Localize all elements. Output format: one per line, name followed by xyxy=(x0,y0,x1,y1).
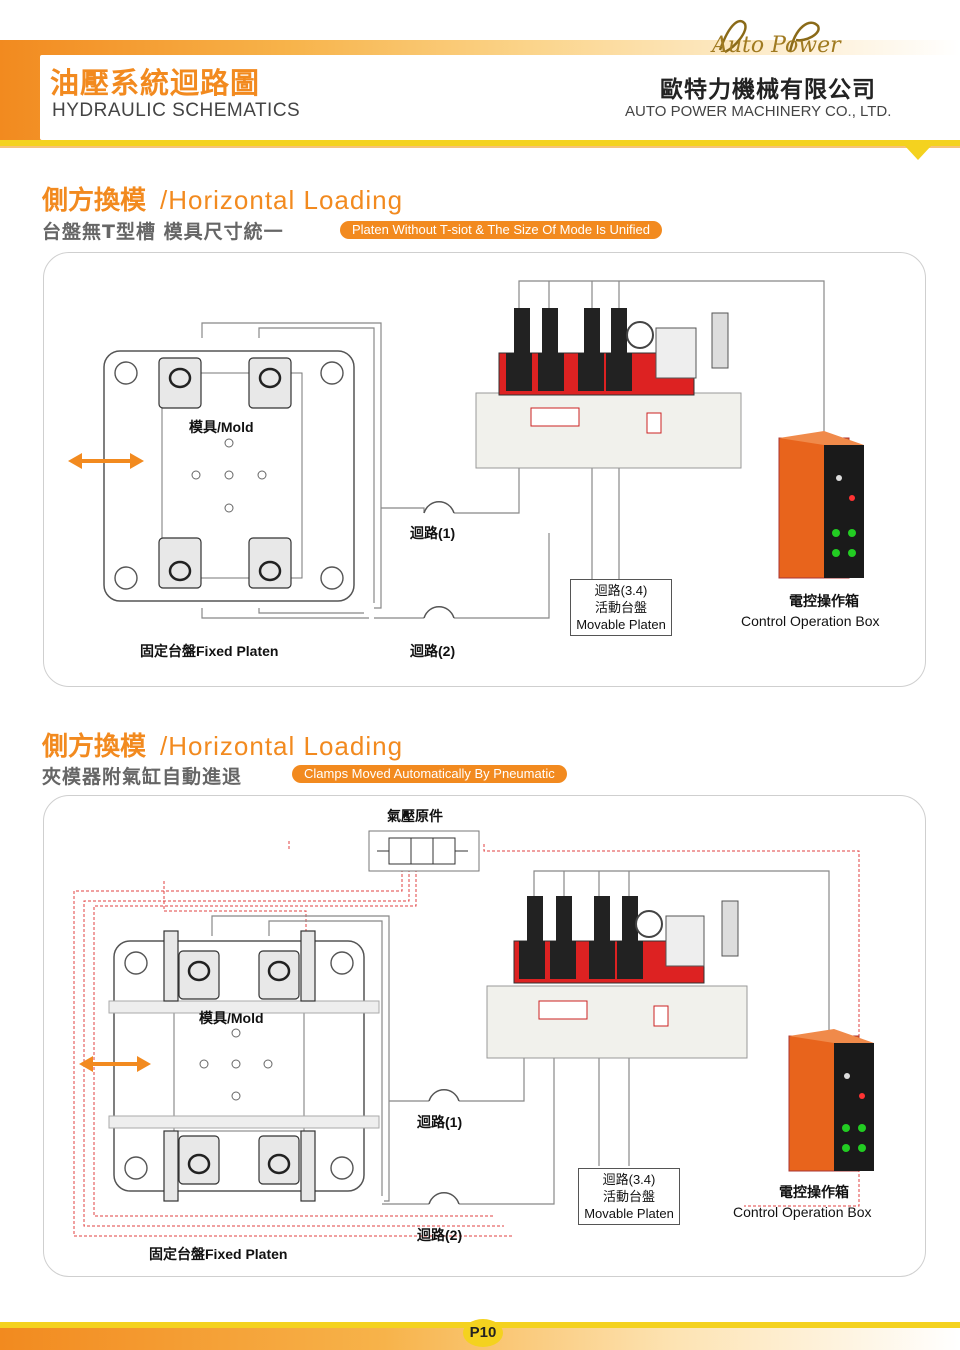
header-title-panel xyxy=(40,55,960,140)
company-logo: Auto Power xyxy=(710,19,842,58)
page-title-cn: 油壓系統迴路圖 xyxy=(50,66,261,100)
section2-subtitle: 夾模器附氣缸自動進退 xyxy=(42,766,243,788)
circuit-34-box: 迴路(3.4) 活動台盤 Movable Platen xyxy=(578,1168,680,1225)
page-title-en: HYDRAULIC SCHEMATICS xyxy=(52,100,301,121)
circuit-34-line2: 活動台盤 xyxy=(594,600,647,615)
pneumatic-component-label: 氣壓原件 xyxy=(387,808,443,824)
fixed-platen-label: 固定台盤Fixed Platen xyxy=(140,643,279,659)
fixed-platen-shape xyxy=(103,350,355,602)
control-box-label-cn: 電控操作箱 xyxy=(789,593,859,609)
section2-title-cn: 側方換模 xyxy=(42,732,147,762)
circuit-2-label: 迴路(2) xyxy=(417,1227,463,1243)
company-name-en: AUTO POWER MACHINERY CO., LTD. xyxy=(625,103,892,120)
fixed-platen-label: 固定台盤Fixed Platen xyxy=(149,1246,288,1262)
section1-subtitle: 台盤無T型槽 模具尺寸統一 xyxy=(42,221,284,243)
section1-title-en: /Horizontal Loading xyxy=(160,185,404,215)
page-number-badge: P10 xyxy=(463,1319,503,1347)
circuit-1-label: 迴路(1) xyxy=(410,525,456,541)
section2-diagram-panel: 氣壓原件 模具/Mold 迴路(1) 迴路(2) 迴路(3.4) 活動台盤 Mo… xyxy=(43,795,926,1277)
mold-label: 模具/Mold xyxy=(189,419,254,435)
circuit-34-line1: 迴路(3.4) xyxy=(602,1172,656,1187)
circuit-34-line3: Movable Platen xyxy=(584,1206,674,1221)
circuit-1-label: 迴路(1) xyxy=(417,1114,463,1130)
control-operation-box-shape xyxy=(778,431,864,579)
section1-title-cn: 側方換模 xyxy=(42,186,147,216)
section1-title: 側方換模/Horizontal Loading xyxy=(42,180,403,217)
mold-label: 模具/Mold xyxy=(199,1010,264,1026)
section1-diagram-panel: 模具/Mold 迴路(1) 迴路(2) 迴路(3.4) 活動台盤 Movable… xyxy=(43,252,926,687)
section2-pill: Clamps Moved Automatically By Pneumatic xyxy=(292,765,567,783)
page-header: 油壓系統迴路圖 HYDRAULIC SCHEMATICS Auto Power … xyxy=(0,0,960,160)
circuit-2-label: 迴路(2) xyxy=(410,643,456,659)
header-rule xyxy=(0,140,960,146)
section1-pill: Platen Without T-siot & The Size Of Mode… xyxy=(340,221,662,239)
control-box-label-cn: 電控操作箱 xyxy=(779,1184,849,1200)
section2-title: 側方換模/Horizontal Loading xyxy=(42,726,403,763)
circuit-34-line2: 活動台盤 xyxy=(602,1189,655,1204)
control-box-label-en: Control Operation Box xyxy=(733,1204,872,1220)
pneumatic-valve xyxy=(368,830,480,872)
company-name-cn: 歐特力機械有限公司 xyxy=(660,77,876,103)
loading-direction-arrow xyxy=(68,453,144,469)
circuit-34-box: 迴路(3.4) 活動台盤 Movable Platen xyxy=(570,579,672,636)
hydraulic-power-unit xyxy=(475,308,742,469)
logo-text: Auto Power xyxy=(710,33,842,58)
control-box-label-en: Control Operation Box xyxy=(741,613,880,629)
header-triangle-marker xyxy=(905,146,931,160)
circuit-34-line1: 迴路(3.4) xyxy=(594,583,648,598)
section1-schematic xyxy=(68,280,864,619)
circuit-34-line3: Movable Platen xyxy=(576,617,666,632)
header-rule-shadow xyxy=(0,146,960,148)
section2-title-en: /Horizontal Loading xyxy=(160,731,404,761)
section2-schematic xyxy=(73,830,874,1237)
